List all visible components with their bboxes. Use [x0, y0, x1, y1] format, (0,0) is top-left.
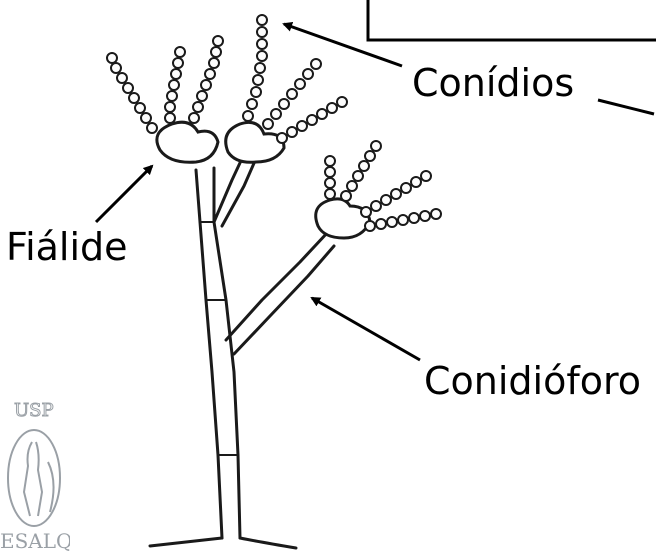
conidia-chain-9: [361, 171, 431, 217]
conidia-chain-3: [189, 36, 223, 123]
conidia-chain-1: [107, 53, 157, 133]
right-branch: [226, 232, 334, 354]
conidiophore: [150, 150, 334, 548]
phialide-cluster-right: [316, 199, 370, 238]
conidia-chains: [107, 15, 441, 231]
arrow-fialide: [96, 166, 152, 222]
label-conidios: Conídios: [412, 64, 574, 102]
logo-top-text: USP: [14, 400, 54, 421]
phialide-clusters: [157, 122, 370, 238]
arrow-conidios: [284, 24, 402, 66]
arrow-conidioforo: [312, 298, 420, 360]
conidia-chain-2: [165, 47, 185, 123]
header-box-outline: [368, 0, 656, 40]
arrow-conidios-right: [598, 100, 654, 114]
conidia-chain-4: [243, 15, 267, 121]
phialide-cluster-left: [157, 122, 218, 162]
label-conidioforo: Conidióforo: [424, 362, 641, 400]
logo-seal-icon: [8, 430, 60, 526]
label-fialide: Fiálide: [6, 228, 128, 266]
conidia-chain-7: [325, 156, 335, 199]
foot: [150, 538, 296, 548]
esalq-logo: USP ESALQ: [0, 392, 70, 552]
logo-bottom-text: ESALQ: [0, 529, 70, 552]
conidia-chain-8: [341, 141, 381, 201]
conidia-chain-10: [365, 209, 441, 231]
main-stalk: [196, 170, 222, 538]
phialide-cluster-middle: [226, 122, 284, 162]
